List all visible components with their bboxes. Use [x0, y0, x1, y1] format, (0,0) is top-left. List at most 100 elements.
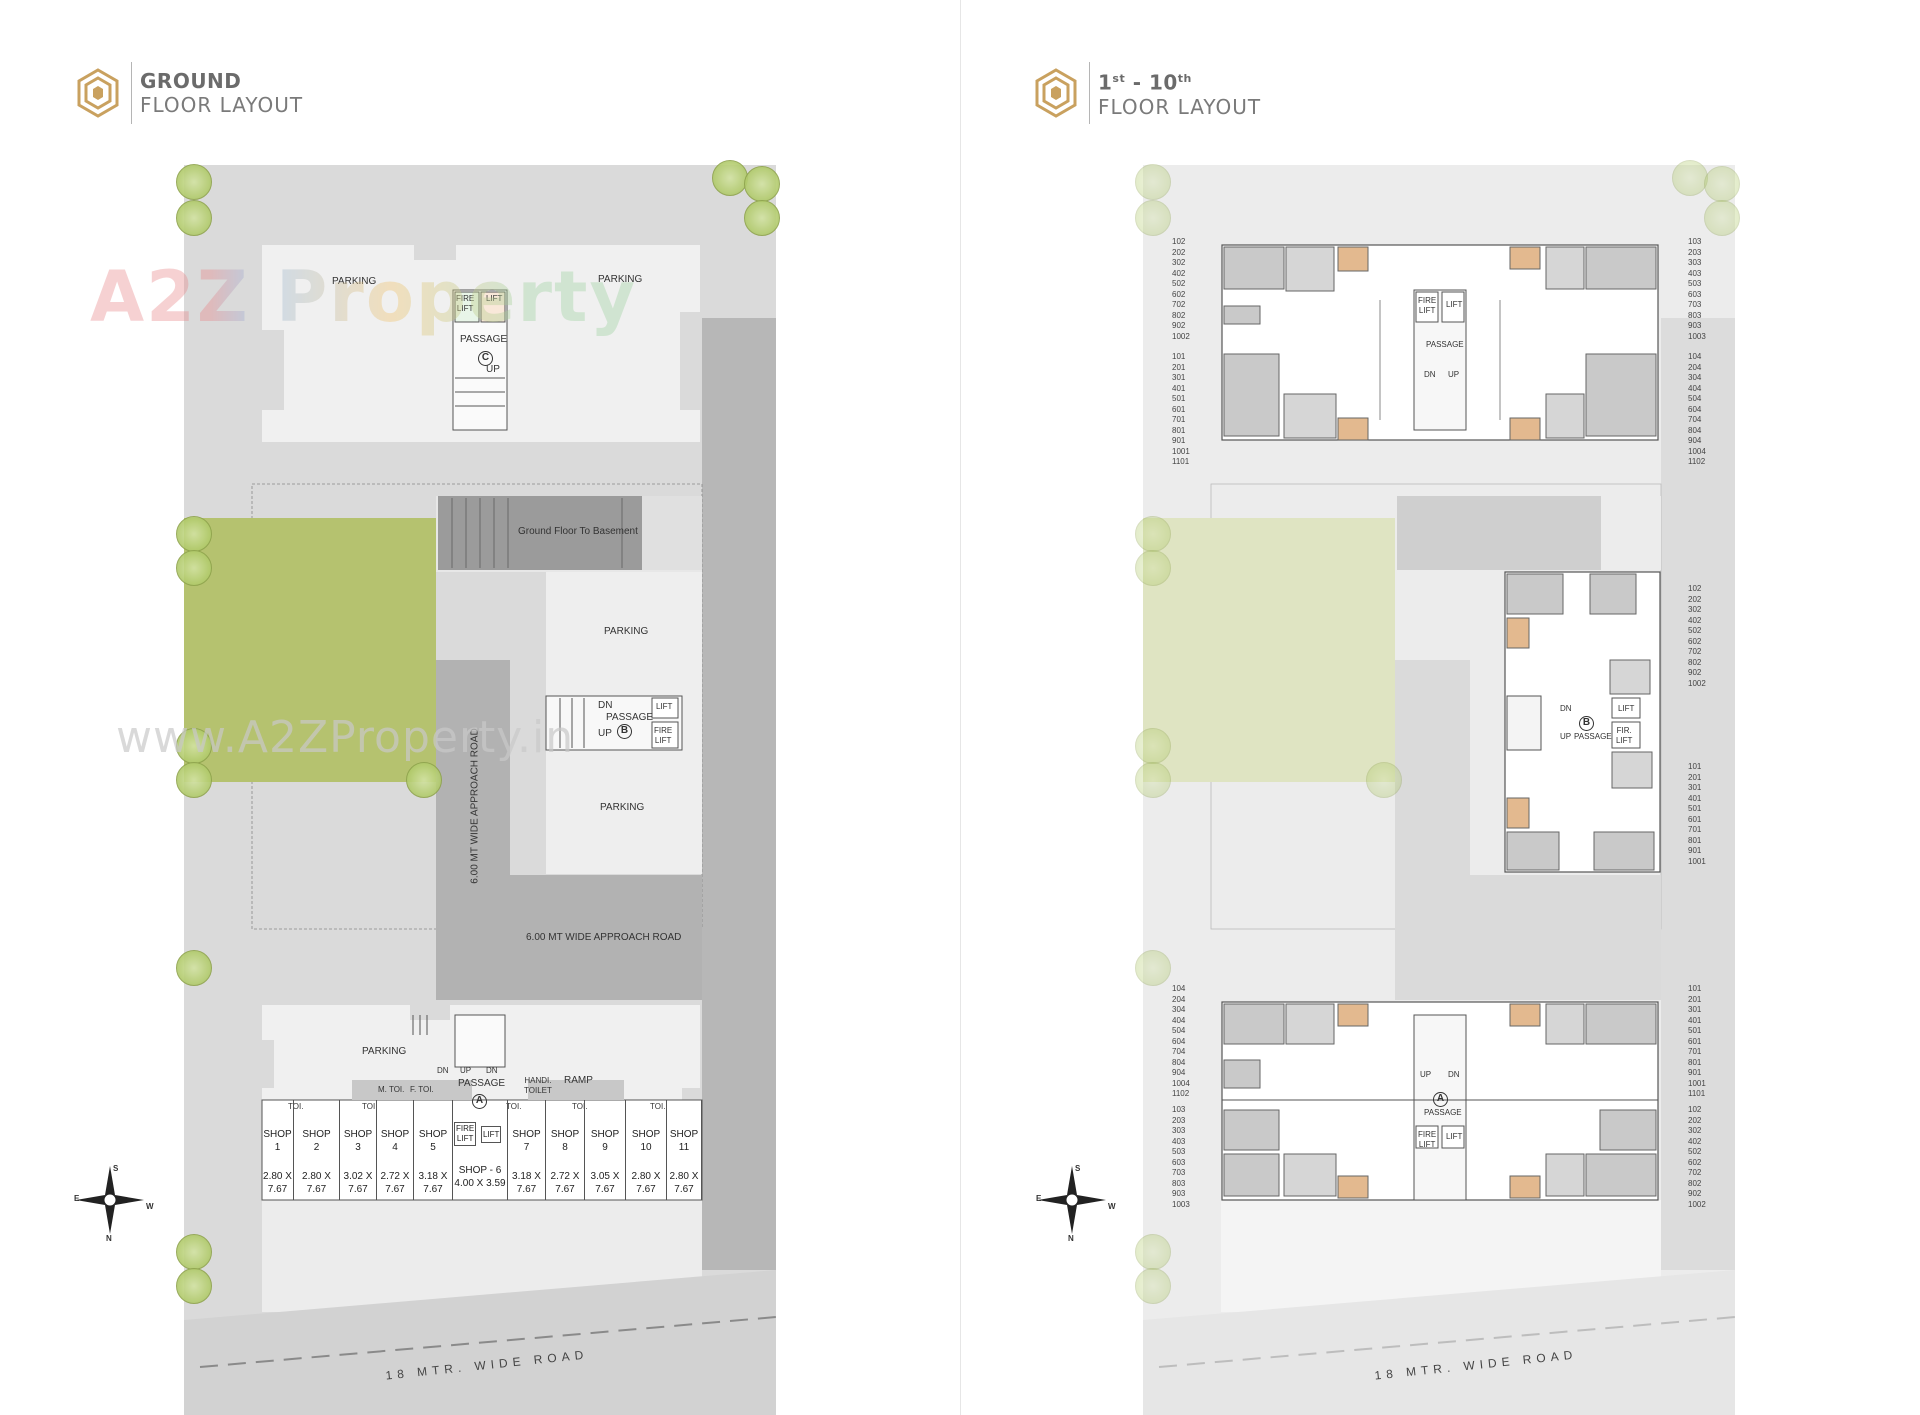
- compass-right-w: W: [1108, 1202, 1116, 1211]
- unit-list-a-top-right: 101 201 301 401 501 601 701 801 901 1001…: [1688, 984, 1706, 1098]
- dn-label-b: DN: [598, 700, 613, 711]
- ramp-label: RAMP: [564, 1075, 593, 1086]
- lift-label-a-right: LIFT: [1446, 1132, 1463, 1141]
- toi-label-4: TOI.: [572, 1102, 588, 1111]
- shop-unit: SHOP 2 2.80 X 7.67: [294, 1100, 340, 1200]
- tree-icon: [176, 1268, 212, 1304]
- unit-list-b-bottom: 101 201 301 401 501 601 701 801 901 1001: [1688, 762, 1706, 866]
- approach-road-right: [1395, 660, 1661, 1000]
- tree-icon: [406, 762, 442, 798]
- fire-lift-b-box: [651, 721, 679, 749]
- header-rule: [1089, 62, 1090, 124]
- tree-icon: [1672, 160, 1708, 196]
- unit-list-b-top: 102 202 302 402 502 602 702 802 902 1002: [1688, 584, 1706, 688]
- toi-label-2: TOI.: [362, 1102, 378, 1111]
- header-line1: GROUND: [140, 69, 242, 93]
- lift-label-b-right: LIFT: [1618, 704, 1635, 713]
- tree-icon: [176, 516, 212, 552]
- parking-label-c-left: PARKING: [332, 276, 376, 288]
- shop-name: SHOP 2: [302, 1129, 331, 1153]
- side-road-right: [1661, 318, 1735, 1270]
- compass-left-w: W: [146, 1202, 154, 1211]
- shop-name: SHOP - 6: [458, 1165, 502, 1176]
- parking-label-b-bottom: PARKING: [600, 802, 645, 813]
- lift-b-box: [651, 697, 679, 719]
- road-centerline: [199, 1316, 777, 1368]
- tower-a-units: [1221, 1001, 1659, 1201]
- shop-row: [261, 1099, 703, 1201]
- side-road: [702, 318, 776, 1270]
- compass-right-s: S: [1075, 1164, 1081, 1173]
- tree-icon: [176, 762, 212, 798]
- fire-lift-label-a-right: FIRE LIFT: [1418, 1130, 1437, 1149]
- unit-list-a-top-left: 104 204 304 404 504 604 704 804 904 1004…: [1172, 984, 1190, 1098]
- approach-road: [436, 660, 702, 1000]
- handi-toilet-label: HANDI. TOILET: [524, 1076, 552, 1095]
- dn-label-b-right: DN: [1560, 704, 1572, 713]
- tree-icon: [1135, 1268, 1171, 1304]
- tree-icon: [1135, 728, 1171, 764]
- shop-size: 4.00 X 3.59: [454, 1178, 506, 1189]
- shop6-fire-lift: FIRE LIFT: [454, 1122, 477, 1146]
- tree-icon: [1135, 550, 1171, 586]
- tree-icon: [176, 1234, 212, 1270]
- stair-a: [412, 1015, 428, 1035]
- shop-name: SHOP 11: [669, 1129, 699, 1153]
- shop-size: 2.72 X 7.67: [550, 1171, 580, 1195]
- tree-icon: [1704, 200, 1740, 236]
- lift-label-b: LIFT: [656, 702, 673, 711]
- stair-b: [559, 698, 585, 748]
- m-toi-label: M. TOI.: [378, 1085, 405, 1094]
- dn-label-a2: DN: [486, 1066, 498, 1075]
- fire-lift-label-b-right: FIR. LIFT: [1616, 726, 1633, 745]
- unit-list-c-bottom-left: 101 201 301 401 501 601 701 801 901 1001…: [1172, 352, 1190, 466]
- handi-toilet-block: [528, 1080, 624, 1100]
- tree-icon: [1135, 516, 1171, 552]
- ramp-end: [642, 496, 702, 570]
- unit-list-c-bottom-right: 104 204 304 404 504 604 704 804 904 1004…: [1688, 352, 1706, 466]
- up-label-a-right: UP: [1420, 1070, 1432, 1079]
- tower-c-units: [1221, 244, 1659, 441]
- approach-road-horizontal-label: 6.00 MT WIDE APPROACH ROAD: [526, 932, 682, 943]
- shop-name: SHOP 9: [590, 1129, 620, 1153]
- basement-ramp: [438, 496, 642, 570]
- ramp-end-right: [1601, 496, 1661, 570]
- toi-label-3: TOI.: [506, 1102, 522, 1111]
- up-label-c: UP: [486, 364, 500, 375]
- shop-size: 2.80 X 7.67: [631, 1171, 661, 1195]
- tree-icon: [1135, 200, 1171, 236]
- header-text: 1st - 10th FLOOR LAYOUT: [1098, 67, 1261, 119]
- compass-left-s: S: [113, 1164, 119, 1173]
- fire-lift-label-b: FIRE LIFT: [654, 726, 673, 745]
- tree-icon: [1366, 762, 1402, 798]
- tree-icon: [744, 200, 780, 236]
- shop-size: 2.80 X 7.67: [302, 1171, 331, 1195]
- shop-size: 2.80 X 7.67: [263, 1171, 292, 1195]
- tree-icon: [712, 160, 748, 196]
- header-text: GROUND FLOOR LAYOUT: [140, 69, 303, 117]
- compass-left-icon: [76, 1166, 144, 1234]
- up-label-b: UP: [598, 728, 612, 739]
- tree-icon: [176, 950, 212, 986]
- shop-size: 3.18 X 7.67: [512, 1171, 541, 1195]
- dn-label-c-right: DN: [1424, 370, 1436, 379]
- passage-label-a: PASSAGE: [458, 1078, 506, 1089]
- shop-size: 3.05 X 7.67: [590, 1171, 620, 1195]
- stair-c: [455, 377, 505, 407]
- toi-label-1: TOI.: [288, 1102, 304, 1111]
- ground-floor-plan: [184, 165, 777, 1415]
- shop-size: 3.02 X 7.67: [343, 1171, 373, 1195]
- tree-icon: [176, 550, 212, 586]
- unit-list-a-bottom-right: 102 202 302 402 502 602 702 802 902 1002: [1688, 1105, 1706, 1209]
- unit-list-c-top-left: 102 202 302 402 502 602 702 802 902 1002: [1172, 237, 1190, 341]
- header-line2: FLOOR LAYOUT: [1098, 94, 1262, 119]
- compass-right-e: E: [1036, 1194, 1042, 1203]
- parking-label-b-top: PARKING: [604, 626, 649, 637]
- passage-label-c: PASSAGE: [460, 334, 508, 345]
